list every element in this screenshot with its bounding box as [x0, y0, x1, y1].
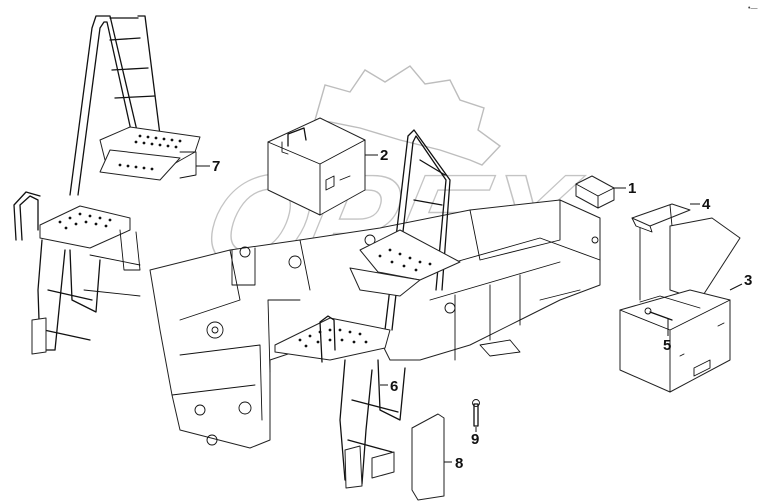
- callout-5: 5: [663, 337, 671, 354]
- main-frame: [149, 199, 601, 449]
- step-with-handrail-6: [274, 129, 461, 489]
- left-step-assembly: [13, 191, 141, 355]
- storage-box-2: [267, 117, 378, 216]
- bolt-9: [472, 399, 480, 432]
- callout-3: 3: [744, 272, 752, 289]
- callout-6: 6: [390, 378, 398, 395]
- corner-mark: •—: [748, 5, 757, 12]
- mounting-plate-1: [575, 175, 626, 209]
- callout-9: 9: [471, 431, 479, 448]
- callout-7: 7: [212, 158, 220, 175]
- callout-8: 8: [455, 455, 463, 472]
- callout-2: 2: [380, 147, 388, 164]
- battery-box-3: [619, 217, 743, 393]
- bracket-4: [631, 203, 700, 301]
- step-with-handrail-7: [69, 15, 201, 196]
- callout-4: 4: [702, 196, 711, 213]
- callout-1: 1: [628, 180, 636, 197]
- side-plate-8: [411, 413, 452, 501]
- pin-5: [644, 307, 673, 336]
